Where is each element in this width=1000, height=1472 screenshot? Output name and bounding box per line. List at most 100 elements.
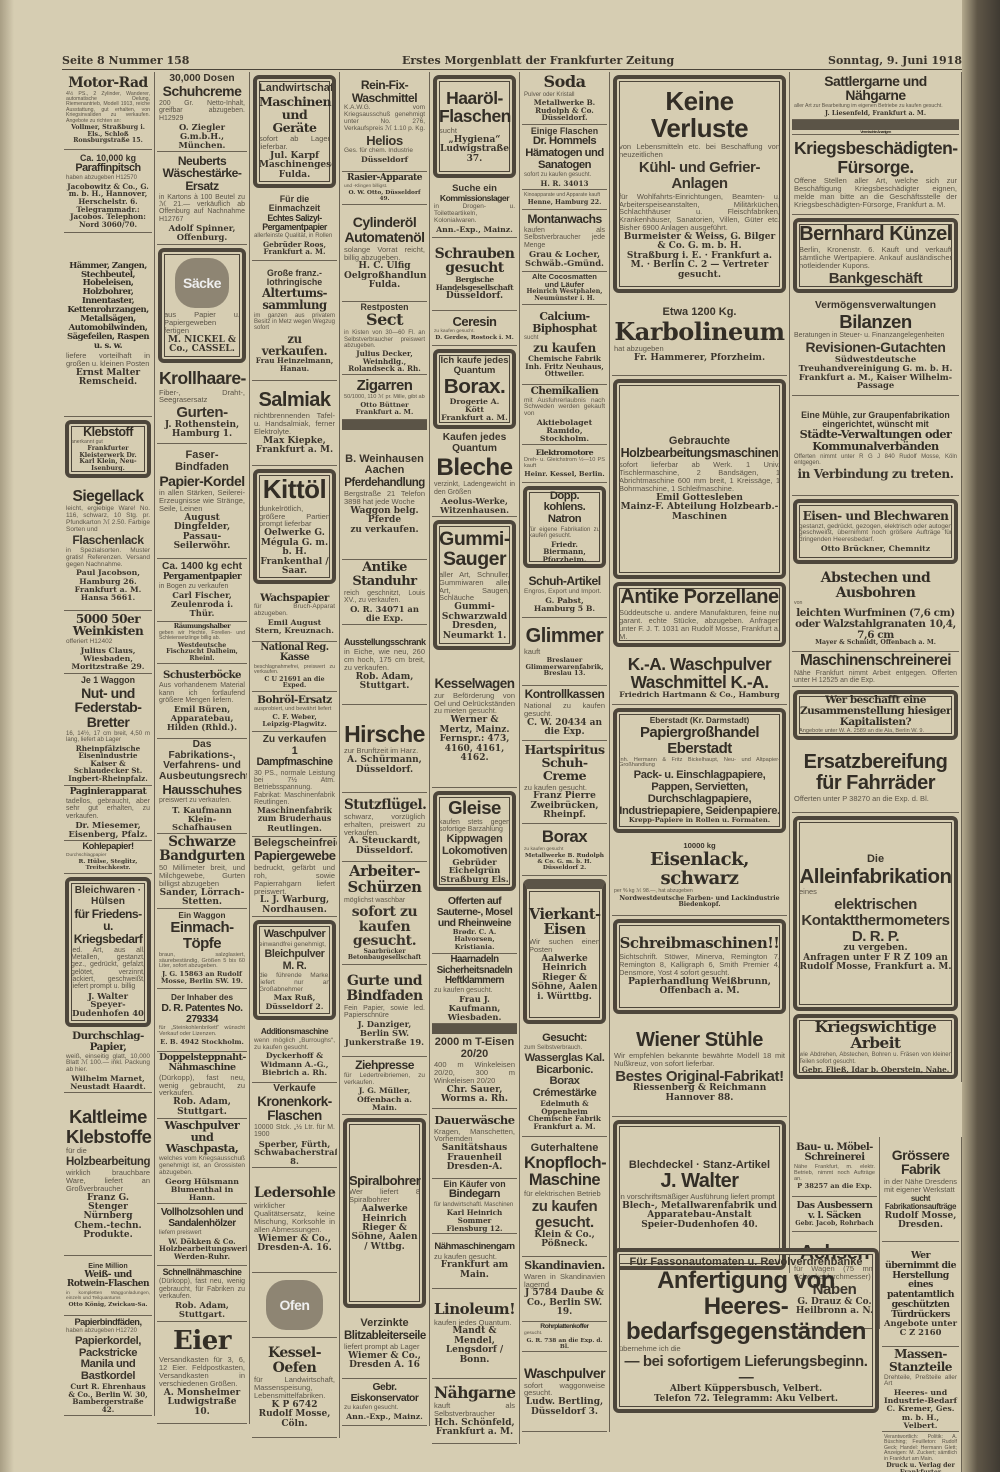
ad-body-text: geben wir Hechte, Forellen- und Schleien… [159, 629, 245, 642]
ad-firm-name: Hch. Schönfeld, Frankfurt a. M. [434, 1417, 515, 1437]
ad-headline: K.-A. Waschpulver Waschmittel K.-A. [627, 653, 772, 692]
ad-address: Telefon 72. Telegramm: Aku Velbert. [653, 1393, 839, 1404]
ad-body-text: in kompletten Waggonladungen, einzeln un… [66, 1290, 150, 1301]
ad-firm-name: Karl Heinrich Sommer [446, 1208, 503, 1225]
ad-headline: Städte-Verwaltungen oder Kommunalverbänd… [799, 427, 952, 454]
ad-body-text: zu kaufen gesucht [524, 846, 564, 852]
ad-body-text: hat abzugeben [614, 344, 664, 354]
ad-firm-name: Emil Büren, Apparatebau, Hilden (Rhld.). [166, 704, 238, 732]
ad-body-text: Inh. Hermann & Fritz Bickelhaupt, Neu- u… [619, 756, 780, 769]
ad-headline: Eisen- und Blechwaren [802, 508, 949, 523]
ad-firm-name: Ernst Malter [75, 367, 141, 378]
ad-firm-name: Rob. Adam, [355, 671, 414, 682]
advertisement: Skandinavien.Waren in Skandinavien lager… [522, 1257, 607, 1322]
ad-headline: Rasier-Apparate [347, 172, 423, 183]
ad-body-text: schwarz, vorzüglich erhalten, preiswert … [344, 811, 425, 837]
ad-firm-name: August Dingfelder, [173, 512, 231, 533]
ad-firm-name: G. Pabst, Hamburg 5 B. [533, 595, 596, 613]
ad-firm-name: Chr. Sauer, Worms a. Rh. [440, 1084, 509, 1105]
ad-firm-name: H. R. 34013 [540, 178, 589, 188]
ad-body-text: kaufen stets gegen sofortige Barzahlung [439, 818, 510, 833]
ad-firm-name: Werner & Mertz, Mainz. [439, 715, 510, 735]
ad-body-text: Wer liefert 8 Spiralbohrer [349, 1187, 420, 1205]
ad-firm-name: Mandt & Mendel, [452, 1326, 497, 1346]
ad-firm-name: Paul Jacobson, [76, 568, 140, 578]
ad-firm-name: Julius Decker, Weinhdlg., Rolandseck a. … [348, 349, 421, 374]
ad-address: Flensburg 12. [446, 1223, 503, 1233]
ad-firm-name: Klein & Co., Pößneck. [534, 1229, 595, 1250]
ad-kicker: 2000 m T-Eisen 20/20 [434, 1036, 515, 1060]
ad-firm-name: zu vergeben. [843, 943, 908, 954]
ad-firm-name: „Hygiena“ [448, 134, 501, 145]
ad-address: Junkerstraße 19. [344, 1036, 425, 1047]
ad-firm-name: Heeres- und Industrie-Bedarf [884, 1388, 957, 1406]
ad-body-text: sucht [439, 125, 457, 135]
ad-firm-name: G. R. 738 an die Exp. d. Bl. [526, 1337, 603, 1350]
ad-address: Ludwigstraße 10. [167, 1397, 237, 1417]
ad-headline: Elektromotore [535, 447, 594, 457]
advertisement: Gesucht:zum Selbstverbrauch.Wasserglas K… [522, 1027, 607, 1137]
ad-address: Maschinengeschäft Fulda. [259, 160, 332, 180]
ad-address: Ludwigstraße 37. [440, 144, 509, 164]
ad-kicker: Die [866, 853, 885, 866]
ad-address: Zweibrücken, Rheinpf. [530, 800, 599, 821]
ad-body-text: Drehteile, Preßteile aller Art [884, 1373, 957, 1388]
ad-firm-name: H. C. Ulfig [358, 261, 411, 272]
ad-subheadline: elektrischen Kontaktthermometers D. R. P… [801, 896, 950, 945]
ad-body-text: Offerten nimmt unter R G J 840 Rudolf Mo… [794, 453, 957, 467]
ad-headline: Schuh-Artikel [528, 574, 601, 589]
ad-body-text: solange Vorrat reicht, billig abzugeben. [344, 244, 425, 262]
ad-firm-name: Waggon belg. Pferde [350, 505, 419, 526]
ad-headline: Waschpulver [524, 1364, 606, 1381]
ad-body-text: für die [66, 1146, 87, 1156]
ad-headline: Papier-Kordel [159, 472, 245, 489]
ad-headline: Doppelsteppnaht-Nähmaschine [159, 1052, 246, 1073]
ad-firm-name: Max Ruß, [273, 993, 316, 1003]
ad-firm-name: Südwestdeutsche Treuhandvereinigung G. m… [798, 354, 953, 373]
ad-body-text: sucht [524, 335, 539, 341]
ad-body-text: Durchschlagpapier [66, 853, 107, 859]
ad-firm-name: J. Rothenstein, Hamburg 1. [164, 420, 240, 440]
ad-firm-name: Brødr. C. A. Halvorsen, [452, 928, 497, 944]
ad-body-text: in Spezialsorten. Muster gratis! Referen… [66, 547, 150, 568]
ad-headline: Eisenlack, schwarz [650, 849, 749, 890]
ad-firm-name: O. R. 34071 an die Exp. [350, 604, 419, 623]
ad-firm-name: Jacobowitz & Co., G. m. b. H., Hannover,… [67, 181, 149, 206]
ad-body-text: 4½ PS., 2 Zylinder, Wanderer, automatisc… [66, 90, 150, 124]
ad-address: Schwabacherstraße 8. [254, 1147, 337, 1167]
ad-firm-name: P 38257 an die Exp. [797, 1182, 872, 1191]
ad-address: Schwäb.-Gmünd. [525, 257, 604, 268]
ad-body-text: sofort ab Lager lieferbar. [259, 133, 330, 151]
ad-firm-name: Riessenberg & Reichmann [632, 1083, 767, 1094]
advertisement: Wer übernimmt die Herstellung eines pate… [882, 1242, 959, 1347]
ad-kicker: 10000 kg [683, 841, 716, 851]
ad-headline: Glimmer [525, 624, 604, 647]
ad-body-text: wenn möglich „Burroughs“, zu kaufen gesu… [254, 1036, 335, 1051]
ad-body-text: beschlagnahmefrei, preiswert zu verkaufe… [254, 663, 335, 676]
ad-body-text: 200 Gr. Netto-Inhalt, greifbar abzugeben… [159, 100, 245, 122]
ad-address: Witzenhausen. [439, 504, 509, 515]
ad-headline: Kohlepapier! [82, 841, 134, 852]
ad-body-text: liefert prompt ab Lager [344, 1341, 420, 1351]
ad-firm-name: Krepp-Papiere in Rollen u. Formaten. [628, 816, 771, 825]
